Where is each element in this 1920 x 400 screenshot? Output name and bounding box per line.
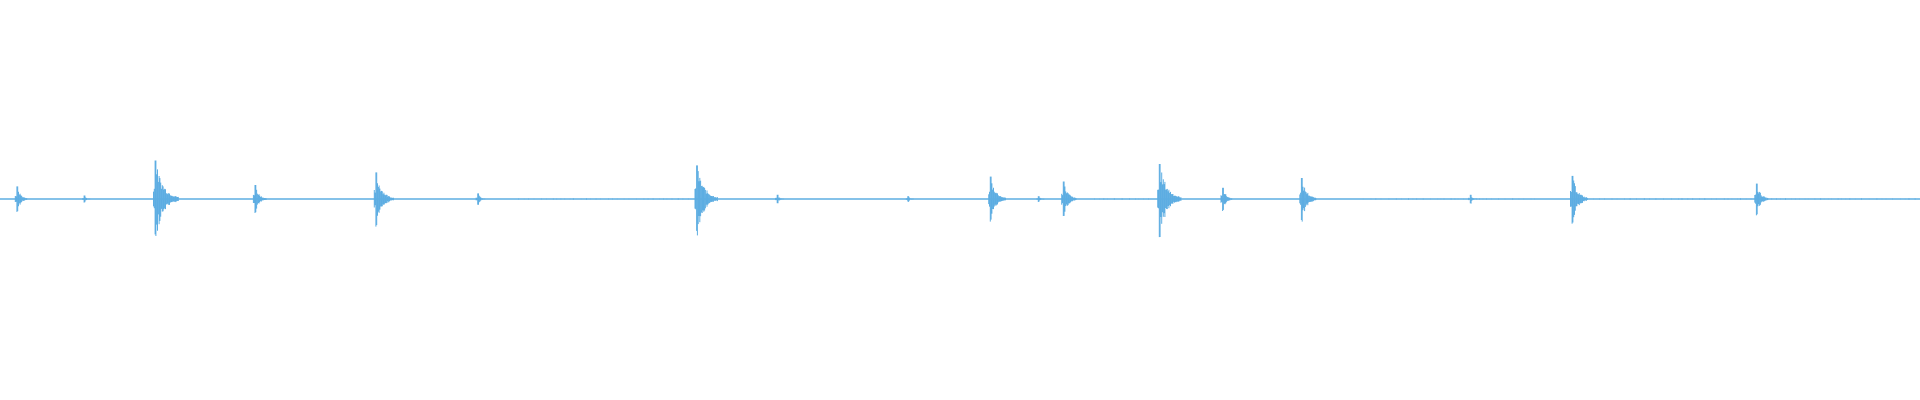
waveform-transient xyxy=(1299,178,1317,222)
waveform-transients-layer xyxy=(14,160,1769,238)
waveform-transient xyxy=(905,196,914,202)
waveform-transient xyxy=(82,195,91,203)
waveform-transient xyxy=(1570,175,1588,224)
waveform-transient xyxy=(1468,194,1478,204)
waveform-transient xyxy=(1157,164,1182,238)
waveform-transient xyxy=(1220,187,1233,211)
waveform-transient xyxy=(694,165,718,236)
waveform-transient xyxy=(475,193,486,205)
waveform-transient xyxy=(252,185,267,213)
waveform-transient xyxy=(373,172,394,227)
waveform-transient xyxy=(1061,181,1077,216)
waveform-transient xyxy=(988,176,1006,222)
waveform-transient xyxy=(153,160,179,236)
waveform-transient xyxy=(1754,183,1769,216)
waveform-transient xyxy=(1036,196,1045,202)
waveform-noise-layer xyxy=(518,198,1916,200)
waveform-transient xyxy=(775,194,785,204)
waveform-transient xyxy=(14,186,28,212)
